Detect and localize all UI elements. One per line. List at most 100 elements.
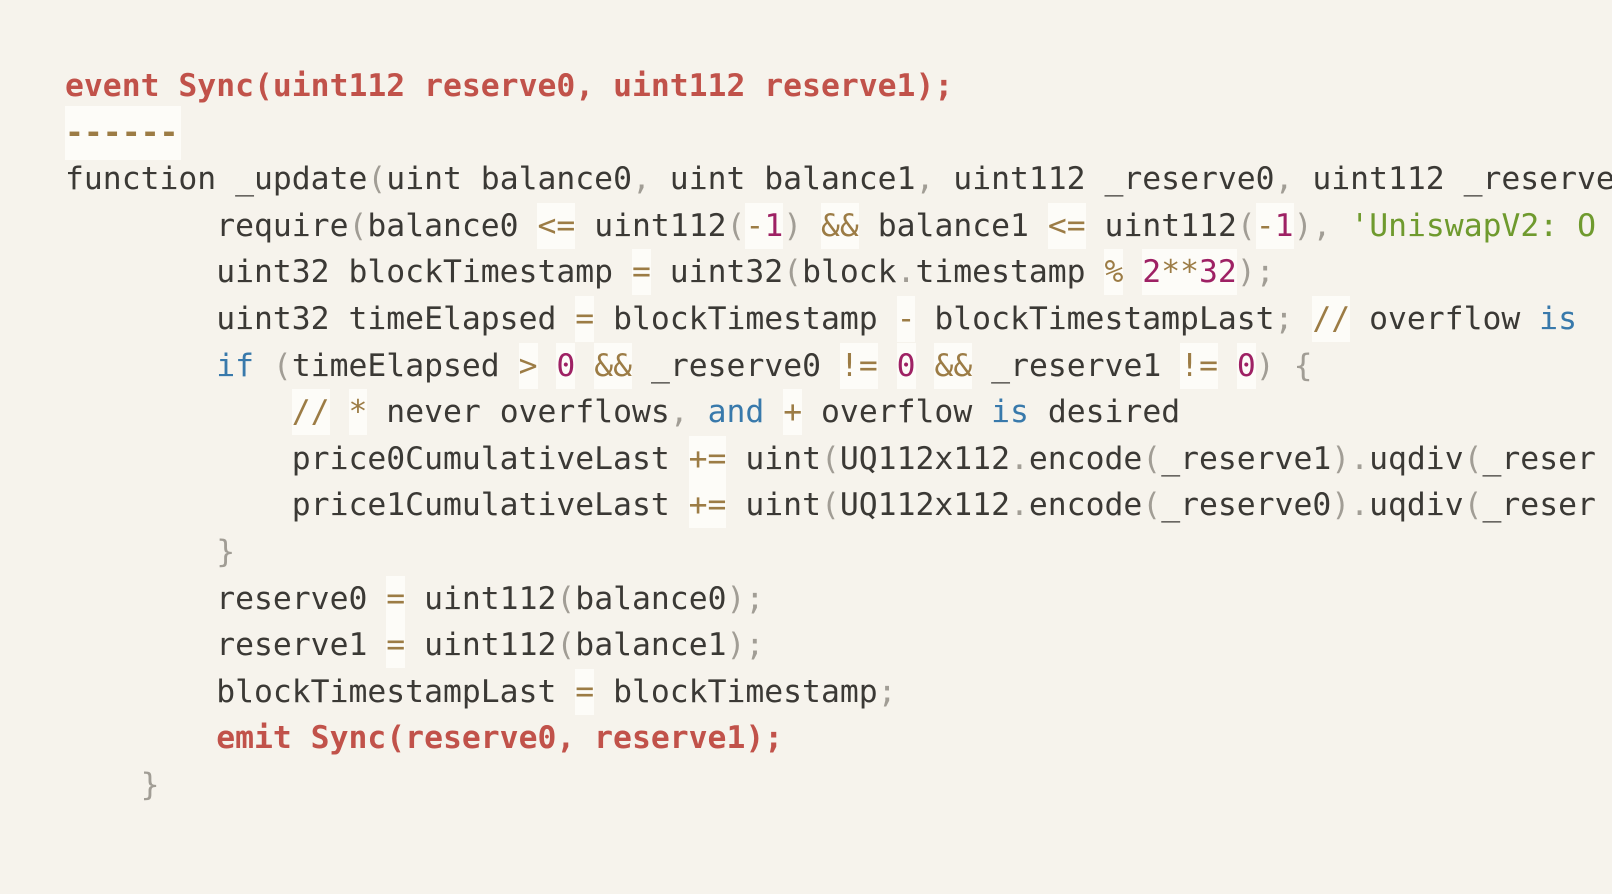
code-text: encode [1028,440,1143,477]
code-line: event Sync(uint112 reserve0, uint112 res… [65,63,1612,110]
code-line: uint32 timeElapsed = blockTimestamp - bl… [65,295,1612,343]
code-line: reserve0 = uint112(balance0); [65,575,1612,623]
punctuation: } [216,533,236,570]
code-text [916,348,935,384]
operator: += [688,435,727,482]
number-literal: 1 [764,202,784,249]
keyword: if [216,347,254,384]
keyword: and [707,394,765,431]
statement: emit Sync(reserve0, reserve1); [216,720,784,757]
code-text: uint112 _reserve [1293,161,1612,198]
code-text [1218,348,1237,384]
code-text: _reserve1 [972,347,1181,384]
code-line: function _update(uint balance0, uint bal… [65,156,1612,203]
code-text: uint112 [405,580,557,617]
code-text: balance0 [367,207,538,244]
code-text [878,348,897,384]
punctuation: , [1274,161,1294,198]
code-text: uint32 [650,254,784,291]
code-line: // * never overflows, and + overflow is … [65,389,1612,436]
number-literal: 0 [1236,342,1256,389]
code-line: uint32 blockTimestamp = uint32(block.tim… [65,249,1612,296]
code-text: block [802,254,897,291]
number-literal: 32 [1199,249,1237,296]
punctuation: ); [1236,254,1275,291]
code-text: uint112 [575,207,727,244]
punctuation: ( [1142,487,1162,524]
code-text: reserve1 [216,627,387,664]
string-literal: 'UniswapV2: O [1350,207,1596,244]
code-text: blockTimestamp [594,300,897,337]
code-line: emit Sync(reserve0, reserve1); [65,715,1612,762]
code-line: require(balance0 <= uint112(-1) && balan… [65,202,1612,250]
operator: && [594,342,633,389]
operator: % [1104,249,1124,296]
code-text: _reserve0 [1161,487,1332,524]
code-line: ------ [65,105,1612,160]
operator: > [518,342,538,389]
code-text: balance1 [858,207,1048,244]
punctuation: ( [1142,440,1162,477]
punctuation: ( [272,347,292,384]
punctuation: ; [1274,300,1294,337]
code-line: } [65,762,1612,809]
operator: = [575,295,595,342]
code-text: blockTimestampLast [915,300,1275,337]
code-text: overflow [1350,300,1540,337]
punctuation: ) [1255,347,1275,384]
punctuation: ( [1236,207,1256,244]
operator: - [896,295,916,342]
code-block: event Sync(uint112 reserve0, uint112 res… [65,63,1612,894]
punctuation: } [140,766,160,803]
code-text: overflow [802,394,992,431]
code-text: uint32 blockTimestamp [216,254,632,291]
code-text: balance0 [575,580,727,617]
operator: != [1180,342,1218,389]
code-line: } [65,529,1612,576]
punctuation: ( [820,487,840,524]
operator: != [839,342,878,389]
punctuation: ) [783,207,803,244]
code-text: UQ112x112 [839,440,1010,477]
operator: <= [537,202,576,249]
operator: <= [1047,202,1086,249]
code-text: uint32 timeElapsed [216,300,576,337]
punctuation: . [896,254,916,291]
code-text: never overflows [367,394,670,431]
code-line: reserve1 = uint112(balance1); [65,622,1612,669]
punctuation: . [1009,487,1029,524]
code-text: timestamp [915,254,1105,291]
punctuation: , [915,161,935,198]
punctuation: { [1293,347,1313,384]
number-literal: 2 [1142,249,1162,296]
code-text: uqdiv [1369,487,1464,524]
punctuation: ( [367,161,387,198]
punctuation: , [631,161,651,198]
punctuation: ( [556,580,576,617]
code-line: blockTimestampLast = blockTimestamp; [65,668,1612,716]
code-text: uqdiv [1369,440,1464,477]
code-text: encode [1028,487,1143,524]
operator: + [783,389,803,436]
code-text [538,348,557,384]
code-text [1331,208,1350,244]
code-text [689,394,708,430]
code-text [764,394,783,430]
punctuation: ); [726,580,765,617]
statement: event Sync(uint112 reserve0, uint112 res… [65,68,954,104]
code-text [1293,301,1312,337]
operator: && [934,342,973,389]
punctuation: ( [783,254,803,291]
code-text: function _update [65,161,368,198]
keyword: is [1539,300,1577,337]
code-text: require [216,207,349,244]
code-text: timeElapsed [291,347,519,384]
code-text [1275,348,1294,384]
code-text [1123,254,1142,290]
punctuation: ). [1331,440,1370,477]
code-text: uint112 _reserve0 [934,161,1275,198]
separator-dashes: ------ [65,105,182,160]
code-text: uint balance1 [650,161,916,198]
punctuation: ; [877,673,897,710]
